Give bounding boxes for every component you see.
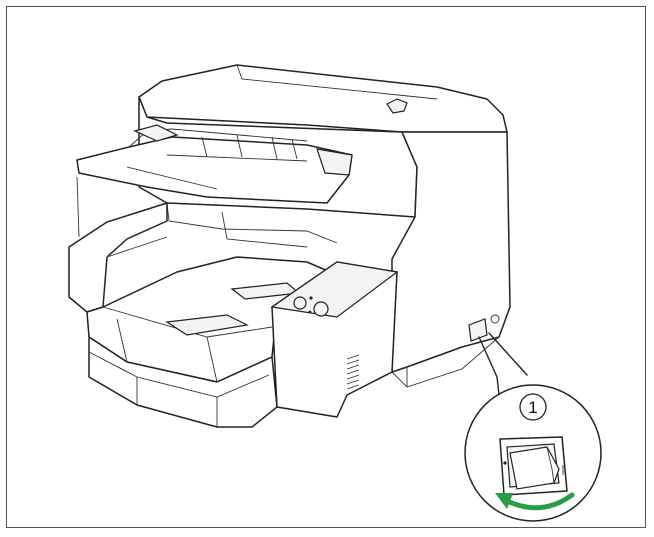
panel-button-small [293,296,307,310]
callout-marker: 1 [519,393,547,421]
side-power-switch [468,318,488,342]
rotate-arrow-icon [495,492,575,511]
scanner-base [88,336,278,428]
callout-leader [478,332,528,396]
scanner-illustration [68,64,511,428]
scanner-diagram: 1 [68,64,602,522]
lid-knob [386,98,408,114]
figure-frame: 1 [6,6,646,528]
vent-slots [346,354,360,390]
callout-number: 1 [528,398,537,417]
feed-tray [76,136,353,204]
power-switch-icon[interactable] [499,436,568,496]
panel-button-large [313,301,329,317]
side-connector [490,314,500,324]
scanner-top-lid [138,64,508,133]
output-tray-area [68,202,168,313]
